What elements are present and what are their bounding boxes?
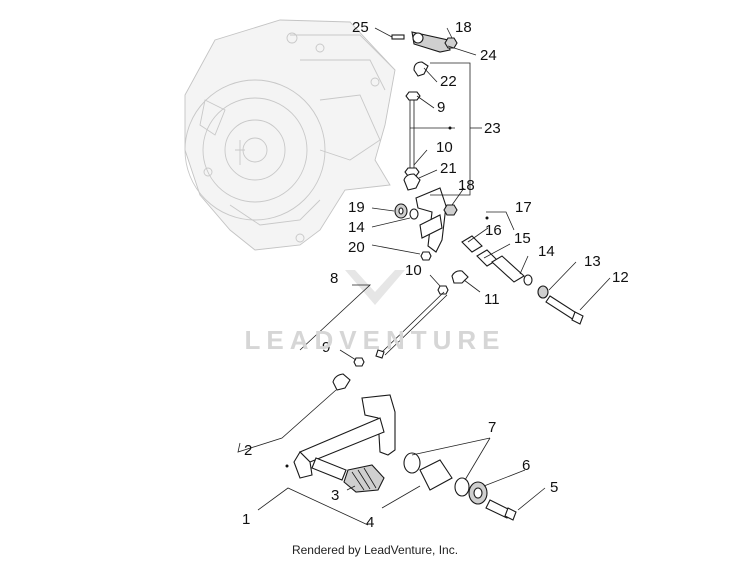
callout-4: 4: [366, 514, 374, 531]
callout-14-right: 14: [538, 243, 555, 260]
callout-16: 16: [485, 222, 502, 239]
callout-25: 25: [352, 19, 369, 36]
shift-pedal-assembly: [293, 394, 517, 521]
callout-1: 1: [242, 511, 250, 528]
callout-5: 5: [550, 479, 558, 496]
callout-7: 7: [488, 419, 496, 436]
callout-22: 22: [440, 73, 457, 90]
callout-3: 3: [331, 487, 339, 504]
callout-19: 19: [348, 199, 365, 216]
callout-23: 23: [484, 120, 501, 137]
callout-14-left: 14: [348, 219, 365, 236]
callout-10-top: 10: [436, 139, 453, 156]
callout-15: 15: [514, 230, 531, 247]
callout-13: 13: [584, 253, 601, 270]
callout-18-top: 18: [455, 19, 472, 36]
credit-line: Rendered by LeadVenture, Inc.: [291, 543, 459, 557]
callout-12: 12: [612, 269, 629, 286]
callout-10-middle: 10: [405, 262, 422, 279]
callout-11: 11: [484, 291, 500, 308]
callout-18-middle: 18: [458, 177, 475, 194]
callout-9-bottom: 9: [322, 339, 330, 356]
leader-lines: [237, 27, 611, 526]
callout-6: 6: [522, 457, 530, 474]
callout-17: 17: [515, 199, 532, 216]
watermark-emblem: [345, 270, 405, 305]
callout-20: 20: [348, 239, 365, 256]
callout-9-top: 9: [437, 99, 445, 116]
callout-numbers: 25 18 24 22 9 23 10 21 18 17 19 14 16 15…: [242, 19, 629, 531]
callout-8: 8: [330, 270, 338, 287]
callout-21: 21: [440, 160, 457, 177]
watermark-text: LEADVENTURE: [244, 325, 506, 355]
callout-2: 2: [244, 442, 252, 459]
callout-24: 24: [480, 47, 497, 64]
gearbox-housing-ghost: [184, 19, 396, 251]
